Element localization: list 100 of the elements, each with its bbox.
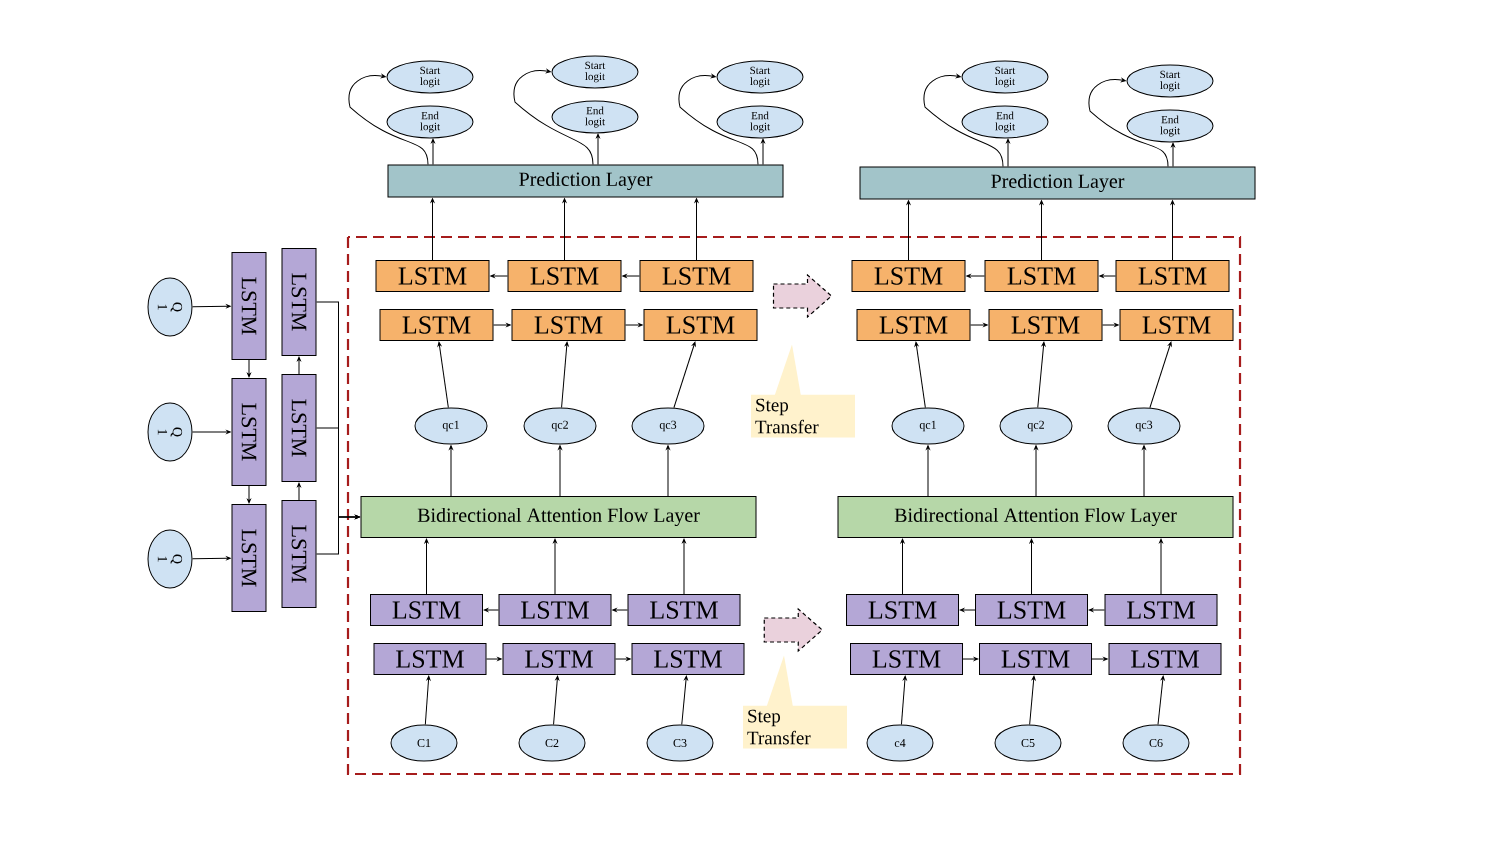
oval: qc3 [1107,407,1181,445]
arrow [490,274,508,278]
arrow [1029,538,1034,595]
arrow [1171,142,1175,167]
lstm-box: LSTM [639,260,754,292]
layer-box: Prediction Layer [387,164,784,198]
arrow [1159,538,1163,595]
transfer-arrow [763,607,824,653]
input-oval: C6 [1122,724,1190,762]
lstm-box: LSTM [231,378,267,486]
layer-box: Bidirectional Attention Flow Layer [360,496,757,538]
arrow [1029,675,1036,726]
arrow [192,304,231,309]
lstm-box: LSTM [850,643,963,675]
lstm-box: LSTM [507,260,622,292]
output-oval: Start logit [716,60,804,94]
output-oval: Start logit [1126,64,1214,98]
arrow [1034,445,1038,497]
arrow [247,485,251,504]
arrow [900,538,905,595]
lstm-box: LSTM [979,643,1092,675]
oval: qc1 [414,407,488,445]
lstm-box: LSTM [984,260,1099,292]
arrow [622,274,640,278]
arrow [694,198,699,261]
oval: qc2 [523,407,597,445]
arrow [970,323,988,327]
arrow [1037,341,1046,409]
input-oval: C3 [646,724,714,762]
arrow [437,341,449,409]
arrow [1088,78,1169,167]
lstm-box: LSTM [281,500,317,608]
arrow [900,675,907,726]
oval: qc2 [999,407,1073,445]
arrow [615,657,631,661]
arrow [553,675,560,726]
arrow [297,356,301,375]
arrow [906,200,911,261]
output-oval: End logit [551,100,639,134]
output-oval: Start logit [551,55,639,89]
arrow [558,445,562,497]
lstm-box: LSTM [1108,643,1222,675]
arrow [1170,200,1175,261]
arrow [424,675,431,725]
arrow [192,430,231,434]
output-oval: End logit [386,105,474,139]
input-oval: Q 1 [147,402,193,462]
arrow [625,323,643,327]
arrow [761,138,765,165]
lstm-box: LSTM [1104,594,1218,626]
arrow [681,675,688,726]
arrow [424,538,429,595]
arrow [1091,657,1108,661]
arrow [1149,341,1172,409]
arrow [513,69,594,165]
arrow [959,608,976,612]
layer-box: Prediction Layer [859,166,1256,200]
arrow [561,341,569,408]
arrow [966,274,985,278]
lstm-box: LSTM [231,504,267,612]
input-oval: c4 [866,724,934,762]
oval: qc1 [891,407,965,445]
arrow [682,538,686,595]
input-oval: Q 1 [147,277,193,337]
layer-box: Bidirectional Attention Flow Layer [837,496,1234,538]
arrow [1039,200,1044,261]
arrow [431,138,435,165]
output-oval: Start logit [961,60,1049,94]
lstm-box: LSTM [379,309,494,341]
arrow [297,482,301,501]
output-oval: End logit [961,105,1049,139]
arrow [483,608,499,612]
arrow [673,341,696,409]
lstm-box: LSTM [846,594,959,626]
arrow [1142,445,1146,497]
arrow [678,74,759,165]
lstm-box: LSTM [631,643,745,675]
arrow [562,198,567,261]
transfer-arrow [772,273,833,319]
lstm-box: LSTM [988,309,1103,341]
arrow [1099,274,1116,278]
arrow [493,323,511,327]
input-oval: C1 [390,724,458,762]
arrow [596,133,600,165]
arrow [666,445,670,497]
arrow [1102,323,1119,327]
arrow [1006,138,1010,167]
oval: qc3 [631,407,705,445]
input-oval: C5 [994,724,1062,762]
input-oval: C2 [518,724,586,762]
lstm-box: LSTM [856,309,971,341]
output-oval: End logit [1126,109,1214,143]
arrow [612,608,628,612]
output-oval: Start logit [386,60,474,94]
arrow [192,556,231,561]
input-oval: Q 1 [147,529,193,589]
arrow [914,341,926,409]
lstm-box: LSTM [231,252,267,360]
lstm-box: LSTM [370,594,483,626]
lstm-box: LSTM [1119,309,1234,341]
